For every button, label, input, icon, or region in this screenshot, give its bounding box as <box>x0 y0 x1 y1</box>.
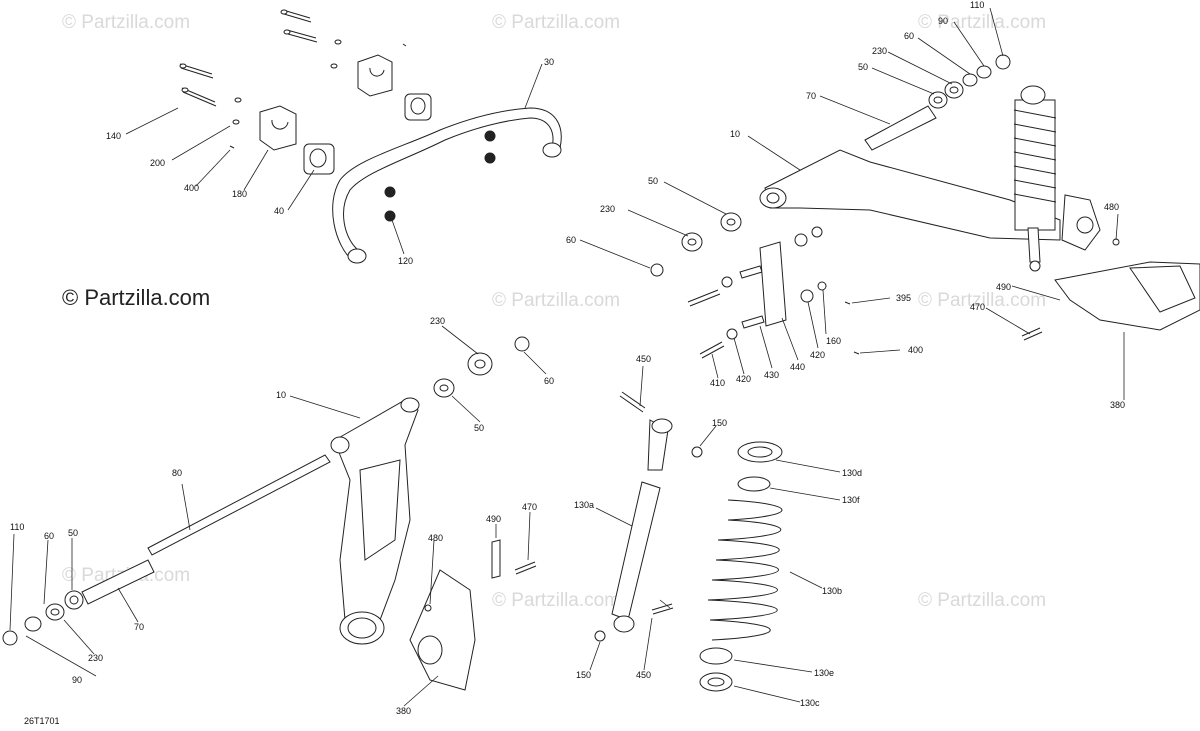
callout-label: 60 <box>544 376 555 386</box>
callout-label: 130a <box>574 500 595 510</box>
callout-label: 400 <box>908 345 924 355</box>
watermark: © Partzilla.com <box>918 12 1047 33</box>
leader-lines <box>9 7 1125 707</box>
watermark: © Partzilla.com <box>492 590 621 611</box>
callout-label: 490 <box>486 514 502 524</box>
callout-label: 400 <box>184 183 200 193</box>
callout-label: 60 <box>566 235 577 245</box>
diagram-reference-code: 26T1701 <box>24 716 60 726</box>
callout-label: 395 <box>896 293 912 303</box>
callout-label: 60 <box>44 531 55 541</box>
watermark: © Partzilla.com <box>918 590 1047 611</box>
callout-label: 10 <box>276 390 287 400</box>
callout-label: 130b <box>822 586 843 596</box>
upper-right-arm-assembly <box>650 54 1200 359</box>
watermark: © Partzilla.com <box>492 290 621 311</box>
callout-label: 70 <box>806 91 817 101</box>
watermark: © Partzilla.com <box>492 12 621 33</box>
callout-label: 50 <box>68 528 79 538</box>
sway-bar-assembly <box>179 9 562 264</box>
callout-label: 230 <box>600 204 616 214</box>
callout-label: 50 <box>474 423 485 433</box>
callout-label: 450 <box>636 670 652 680</box>
callout-label: 110 <box>10 522 25 532</box>
callout-label: 140 <box>106 131 122 141</box>
callout-label: 130f <box>842 495 860 505</box>
callout-label: 90 <box>938 16 949 26</box>
callout-label: 230 <box>872 46 888 56</box>
callout-label: 480 <box>1104 202 1120 212</box>
callout-label: 60 <box>904 31 915 41</box>
callout-label: 380 <box>1110 400 1126 410</box>
callout-label: 130c <box>800 698 820 708</box>
callout-label: 90 <box>72 675 83 685</box>
callout-label: 450 <box>636 354 652 364</box>
callout-label: 230 <box>430 316 446 326</box>
watermark: © Partzilla.com <box>918 290 1047 311</box>
callout-label: 470 <box>522 502 538 512</box>
callout-label: 150 <box>712 418 728 428</box>
callout-label: 30 <box>544 57 555 67</box>
callout-label: 420 <box>736 374 752 384</box>
callout-label: 80 <box>172 468 183 478</box>
callout-label: 40 <box>274 206 285 216</box>
callout-label: 470 <box>970 302 986 312</box>
callout-label: 380 <box>396 706 412 716</box>
watermark: © Partzilla.com <box>62 12 191 33</box>
callout-label: 410 <box>710 378 726 388</box>
callout-label: 160 <box>826 336 842 346</box>
trailing-arm-assembly <box>2 336 537 691</box>
callout-label: 430 <box>764 370 780 380</box>
callout-label: 10 <box>730 129 741 139</box>
callout-label: 120 <box>398 256 414 266</box>
callout-label: 110 <box>970 0 985 10</box>
callout-label: 50 <box>648 176 659 186</box>
watermark-prominent: © Partzilla.com <box>62 285 211 310</box>
callout-label: 480 <box>428 533 444 543</box>
callout-label: 420 <box>810 350 826 360</box>
callout-label: 130e <box>814 668 835 678</box>
shock-spring-assembly <box>594 391 783 692</box>
callout-label: 230 <box>88 653 104 663</box>
callout-label: 70 <box>134 622 145 632</box>
callout-label: 130d <box>842 468 863 478</box>
callout-label: 50 <box>858 62 869 72</box>
callout-label: 150 <box>576 670 592 680</box>
callout-label: 180 <box>232 189 248 199</box>
callout-label: 200 <box>150 158 166 168</box>
callout-label: 490 <box>996 282 1012 292</box>
callout-label: 440 <box>790 362 806 372</box>
